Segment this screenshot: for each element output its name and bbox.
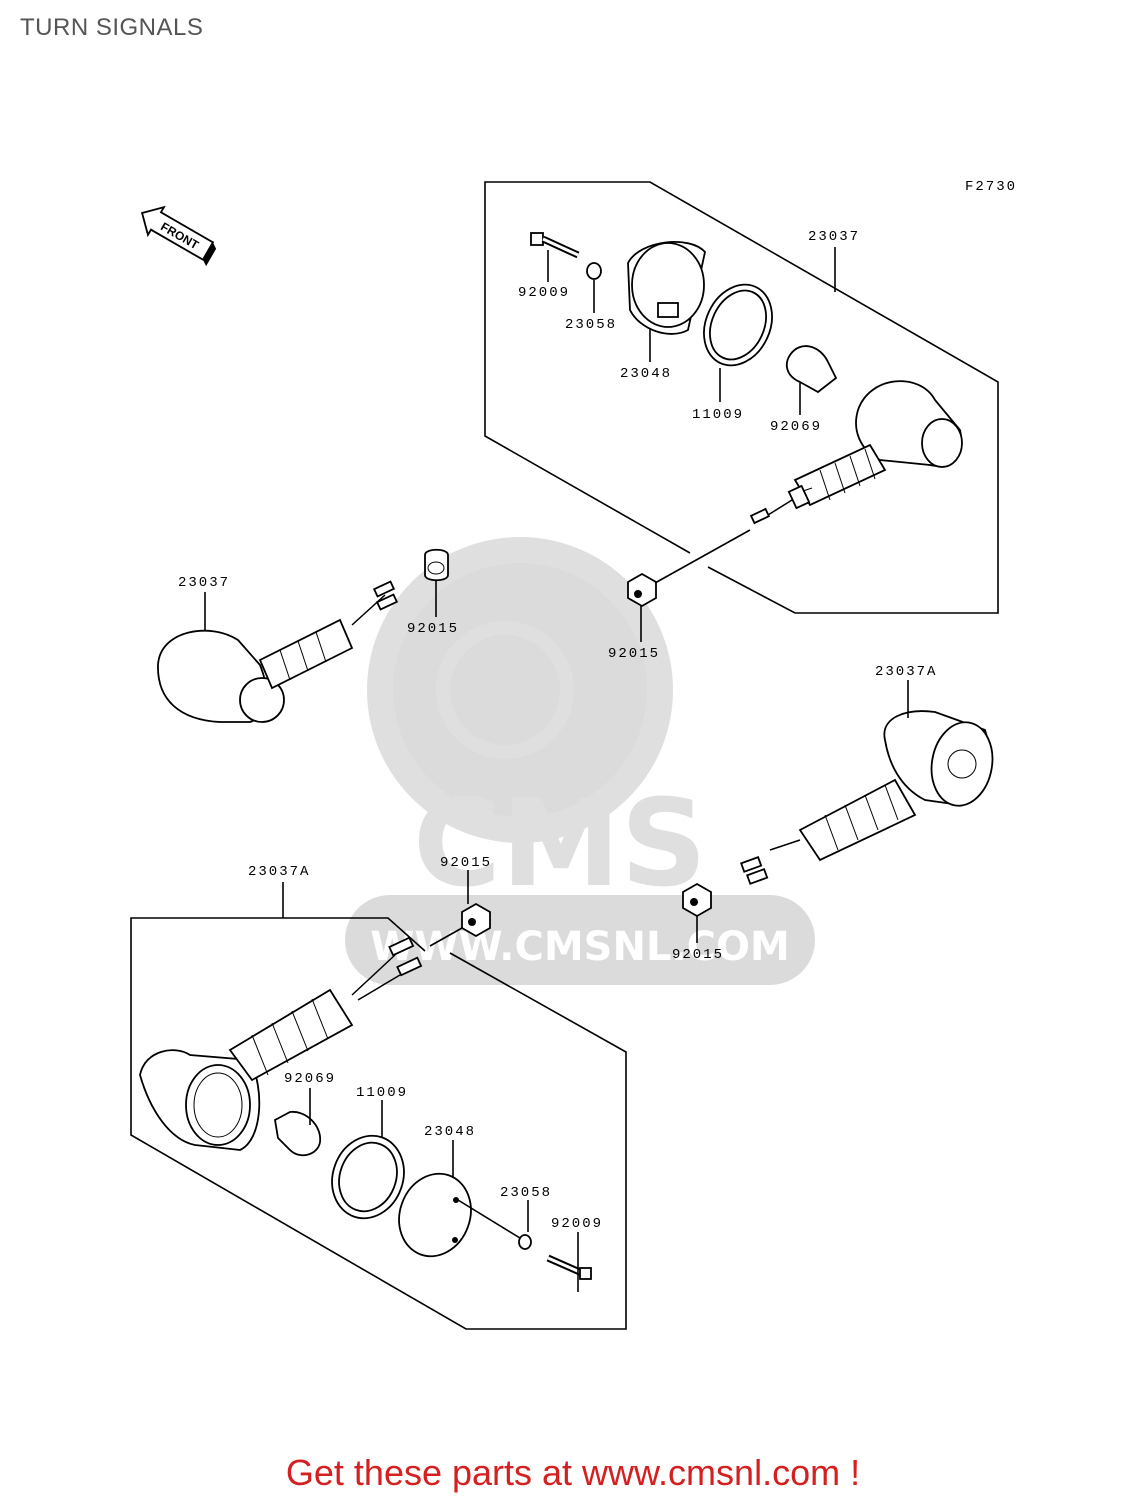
explode-box-lower xyxy=(130,917,627,1330)
shop-link[interactable]: Get these parts at www.cmsnl.com ! xyxy=(285,1452,861,1493)
watermark-logo: CMS WWW.CMSNL.COM xyxy=(345,537,815,985)
part-label: 92009 xyxy=(518,285,570,301)
nut-part xyxy=(461,902,491,938)
part-label: 92015 xyxy=(608,646,660,662)
washer-part xyxy=(518,1234,532,1250)
part-label: 23037A xyxy=(875,664,937,680)
part-label: 92009 xyxy=(551,1216,603,1232)
housing-part xyxy=(139,936,423,1151)
nut-part xyxy=(627,572,657,608)
part-label: 92069 xyxy=(770,419,822,435)
part-label: 23058 xyxy=(500,1185,552,1201)
part-label: 23048 xyxy=(424,1124,476,1140)
part-label: 92015 xyxy=(672,947,724,963)
part-label: 23037A xyxy=(248,864,310,880)
part-label: 11009 xyxy=(692,407,744,423)
part-label: 23037 xyxy=(808,229,860,245)
explode-box-upper xyxy=(484,181,999,614)
lens-part xyxy=(627,241,706,335)
lens-part xyxy=(398,1172,472,1258)
figure-code: F2730 xyxy=(965,179,1017,195)
gasket-part xyxy=(331,1134,405,1220)
front-arrow-icon: FRONT xyxy=(140,205,217,267)
part-label: 92069 xyxy=(284,1071,336,1087)
washer-part xyxy=(586,262,602,280)
part-label: 23048 xyxy=(620,366,672,382)
nut-part xyxy=(424,548,449,582)
nut-part xyxy=(682,882,712,918)
page-title: TURN SIGNALS xyxy=(20,14,204,41)
housing-part xyxy=(740,710,994,885)
screw-part xyxy=(530,232,580,259)
footer-link-text[interactable]: Get these parts at www.cmsnl.com ! xyxy=(0,1452,1146,1494)
housing-part xyxy=(749,380,963,525)
housing-part xyxy=(157,580,399,723)
bulb-part xyxy=(274,1111,321,1157)
gasket-part xyxy=(703,283,773,367)
part-label: 11009 xyxy=(356,1085,408,1101)
part-label: 92015 xyxy=(407,621,459,637)
watermark-url: WWW.CMSNL.COM xyxy=(370,924,790,970)
part-label: 92015 xyxy=(440,855,492,871)
bulb-part xyxy=(785,345,838,394)
part-label: 23058 xyxy=(565,317,617,333)
part-label: 23037 xyxy=(178,575,230,591)
screw-part xyxy=(546,1254,592,1280)
watermark-cms: CMS xyxy=(413,775,707,914)
